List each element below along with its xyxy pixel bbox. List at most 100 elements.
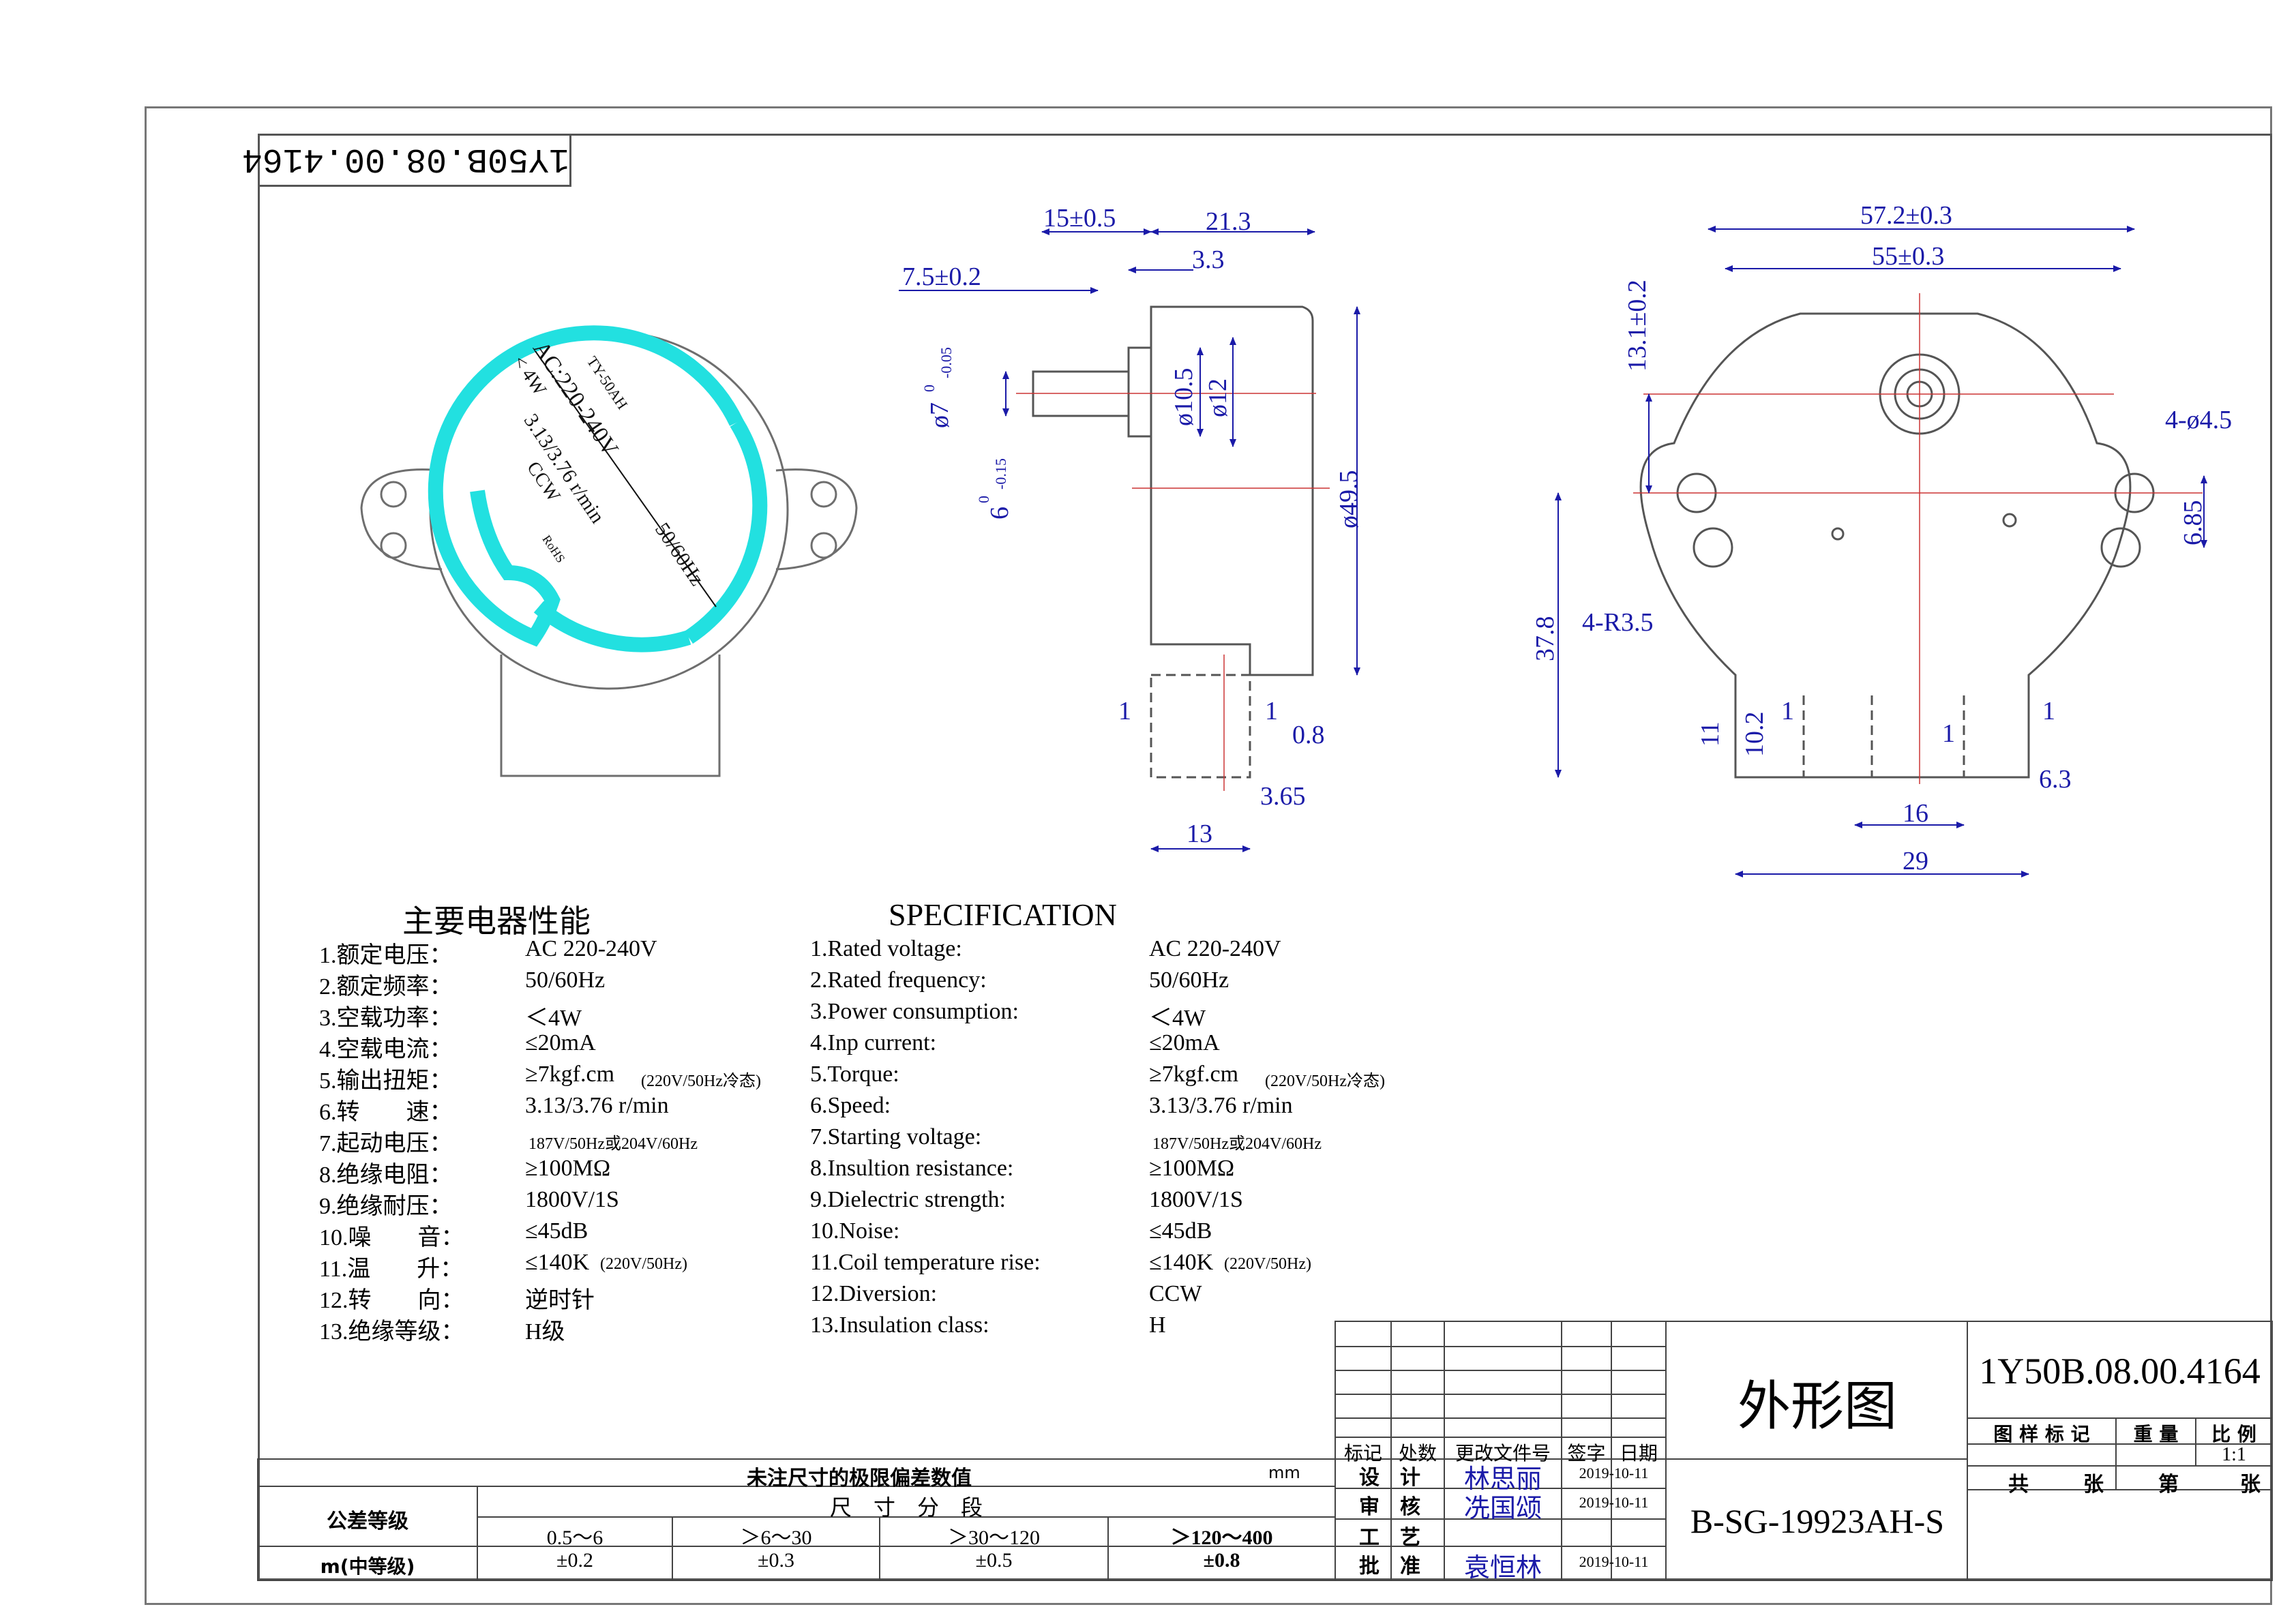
svg-text:1: 1 — [1265, 697, 1278, 725]
spec-key: 3.Power consumption: — [810, 999, 1019, 1024]
spec-key: 7.Starting voltage: — [810, 1124, 982, 1150]
title-block-role: 设 计 — [1359, 1466, 1420, 1490]
spec-key: 2.Rated frequency: — [810, 967, 987, 993]
tolerance-grade: m(中等级) — [320, 1555, 415, 1578]
spec-key: 10.Noise: — [810, 1218, 900, 1244]
title-block-header: 日期 — [1619, 1442, 1658, 1465]
title-block-header: 签字 — [1567, 1442, 1606, 1465]
title-block-date: 2019-10-11 — [1579, 1553, 1649, 1570]
title-block-sheet-label: 张 — [2083, 1473, 2104, 1497]
spec-value: ≥100MΩ — [525, 1156, 611, 1181]
title-block-header: 处数 — [1398, 1442, 1437, 1465]
spec-value: H级 — [525, 1319, 565, 1345]
rotated-drawing-number-box: 1Y50B.08.00.4164 — [242, 134, 571, 187]
svg-text:29: 29 — [1903, 847, 1928, 875]
spec-key: 12.转 向： — [319, 1288, 464, 1313]
spec-key: 11.Coil temperature rise: — [810, 1250, 1041, 1275]
motor-front-view — [1639, 312, 2155, 779]
spec-key: 12.Diversion: — [810, 1281, 938, 1306]
spec-key: 8.Insultion resistance: — [810, 1156, 1014, 1181]
side-view-dim-text: 15±0.5 21.3 7.5±0.2 3.3 ø7 0 -0.05 6 0 -… — [902, 204, 1363, 848]
svg-text:57.2±0.3: 57.2±0.3 — [1860, 201, 1952, 230]
spec-key: 7.起动电压： — [319, 1131, 453, 1156]
tolerance-range: ＞120～400 — [1170, 1527, 1273, 1549]
spec-key: 4.空载电流： — [319, 1037, 453, 1062]
title-block-role: 工 艺 — [1359, 1526, 1420, 1550]
spec-note: 187V/50Hz或204V/60Hz — [528, 1135, 698, 1153]
title-block-sheet-label: 张 — [2240, 1473, 2261, 1497]
svg-text:1: 1 — [1118, 697, 1131, 725]
tolerance-value: ±0.5 — [975, 1549, 1013, 1572]
svg-text:6.3: 6.3 — [2039, 765, 2072, 794]
spec-value: 3.13/3.76 r/min — [525, 1093, 669, 1118]
tolerance-unit: mm — [1268, 1463, 1300, 1482]
svg-text:4-R3.5: 4-R3.5 — [1582, 608, 1654, 637]
label-band — [428, 325, 743, 647]
spec-key: 6.Speed: — [810, 1093, 891, 1118]
spec-value: ≥7kgf.cm — [525, 1062, 615, 1087]
svg-text:1: 1 — [1781, 697, 1794, 725]
svg-text:ø12: ø12 — [1204, 378, 1232, 417]
tolerance-value: ±0.8 — [1203, 1549, 1240, 1572]
spec-key: 5.Torque: — [810, 1062, 899, 1087]
title-block-name: 冼国颂 — [1463, 1493, 1542, 1523]
title-block-sheet-label: 共 — [2008, 1473, 2029, 1497]
spec-value: ≤140K — [525, 1250, 590, 1275]
tolerance-heading: 未注尺寸的极限偏差数值 — [747, 1467, 972, 1490]
spec-value: 1800V/1S — [1149, 1187, 1243, 1212]
svg-text:55±0.3: 55±0.3 — [1872, 242, 1944, 271]
spec-value: CCW — [1149, 1281, 1202, 1306]
front-view-dimensions — [1555, 226, 2207, 877]
spec-key: 11.温 升： — [319, 1257, 464, 1282]
part-code: B-SG-19923AH-S — [1690, 1502, 1945, 1540]
spec-key: 2.额定频率： — [319, 974, 453, 1000]
tolerance-value: ±0.2 — [556, 1549, 593, 1572]
spec-value: 50/60Hz — [525, 967, 606, 993]
tolerance-size-label: 尺 寸 分 段 — [829, 1495, 983, 1520]
svg-text:7.5±0.2: 7.5±0.2 — [902, 262, 981, 291]
spec-en-title: SPECIFICATION — [889, 897, 1117, 932]
svg-text:ø49.5: ø49.5 — [1335, 470, 1363, 529]
svg-text:37.8: 37.8 — [1531, 616, 1560, 662]
spec-value: ≤45dB — [525, 1218, 588, 1244]
spec-value: ≤45dB — [1149, 1218, 1212, 1244]
spec-note: (220V/50Hz冷态) — [641, 1072, 761, 1090]
drawing-title: 外形图 — [1737, 1376, 1897, 1437]
title-block-header: 更改文件号 — [1455, 1442, 1551, 1465]
title-block-date: 2019-10-11 — [1579, 1494, 1649, 1511]
svg-text:-0.05: -0.05 — [938, 347, 955, 378]
svg-text:1: 1 — [1942, 719, 1955, 748]
spec-value: ＜4W — [525, 1006, 582, 1031]
spec-cn-title: 主要电器性能 — [402, 903, 591, 940]
title-block-name: 袁恒林 — [1463, 1552, 1542, 1582]
spec-value: 逆时针 — [525, 1288, 595, 1313]
tolerance-grade-label: 公差等级 — [327, 1510, 408, 1533]
spec-key: 1.额定电压： — [319, 943, 453, 968]
spec-note: (220V/50Hz) — [1224, 1255, 1311, 1273]
svg-text:0: 0 — [975, 496, 992, 503]
tolerance-range: 0.5～6 — [546, 1527, 603, 1549]
spec-value: ≤20mA — [1149, 1030, 1220, 1055]
svg-text:3.3: 3.3 — [1192, 245, 1225, 274]
title-block-col-label: 图 样 标 记 — [1993, 1423, 2090, 1445]
spec-value: ≤20mA — [525, 1030, 596, 1055]
tolerance-value: ±0.3 — [758, 1549, 794, 1572]
spec-key: 3.空载功率： — [319, 1006, 453, 1031]
scale-value: 1:1 — [2222, 1444, 2246, 1465]
title-block-date: 2019-10-11 — [1579, 1465, 1649, 1482]
title-block-col-label: 比 例 — [2211, 1423, 2256, 1445]
svg-text:-0.15: -0.15 — [992, 458, 1009, 490]
spec-key: 6.转 速： — [319, 1100, 453, 1125]
spec-key: 8.绝缘电阻： — [319, 1162, 453, 1188]
svg-text:21.3: 21.3 — [1206, 207, 1251, 236]
spec-value: ≥7kgf.cm — [1149, 1062, 1239, 1087]
svg-text:3.65: 3.65 — [1260, 782, 1306, 811]
spec-note: (220V/50Hz冷态) — [1265, 1072, 1385, 1090]
motor-side-view — [1032, 305, 1314, 779]
tolerance-range: ＞6～30 — [740, 1527, 812, 1549]
title-block-col-label: 重 量 — [2133, 1423, 2179, 1445]
technical-drawing: TY-50AH AC:220-240V 50/60Hz < 4W 3.13/3.… — [360, 201, 2232, 877]
spec-value: H — [1149, 1312, 1166, 1338]
svg-text:ø10.5: ø10.5 — [1169, 368, 1198, 427]
svg-text:ø7: ø7 — [925, 402, 954, 428]
